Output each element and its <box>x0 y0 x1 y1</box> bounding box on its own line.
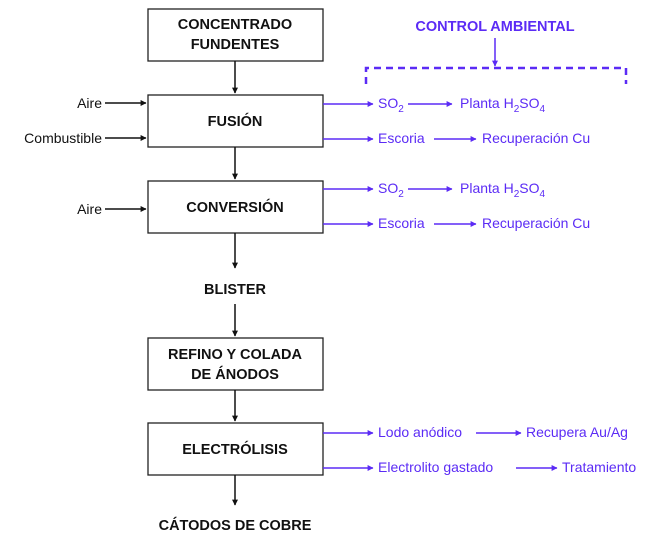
output-conversion-recuperacion-cu: Recuperación Cu <box>482 215 590 231</box>
output-tratamiento: Tratamiento <box>562 459 636 475</box>
label-conversion: CONVERSIÓN <box>186 198 284 216</box>
input-combustible: Combustible <box>24 130 102 146</box>
output-fusion-recuperacion-cu: Recuperación Cu <box>482 130 590 146</box>
box-fusion <box>147 94 324 148</box>
control-ambiental-bracket <box>364 66 628 84</box>
input-aire-conversion: Aire <box>77 201 102 217</box>
output-fusion-escoria: Escoria <box>378 130 425 146</box>
label-refino: REFINO Y COLADA <box>168 347 303 363</box>
output-electrolito-gastado: Electrolito gastado <box>378 459 493 475</box>
output-recupera-au-ag: Recupera Au/Ag <box>526 424 628 440</box>
label-anodos: DE ÁNODOS <box>191 366 279 383</box>
output-lodo-anodico: Lodo anódico <box>378 424 462 440</box>
box-concentrado <box>147 8 324 62</box>
box-conversion <box>147 180 324 234</box>
label-electrolisis: ELECTRÓLISIS <box>182 440 288 458</box>
label-blister: BLISTER <box>204 282 267 298</box>
output-fusion-planta-h2so4: Planta H2SO4 <box>460 95 546 115</box>
output-conversion-so2: SO2 <box>378 180 404 200</box>
output-conversion-planta-h2so4: Planta H2SO4 <box>460 180 546 200</box>
control-ambiental-title: CONTROL AMBIENTAL <box>415 19 574 35</box>
box-refino <box>147 337 324 391</box>
output-fusion-so2: SO2 <box>378 95 404 115</box>
label-fusion: FUSIÓN <box>208 112 263 130</box>
label-concentrado: CONCENTRADO <box>178 17 292 33</box>
output-conversion-escoria: Escoria <box>378 215 425 231</box>
label-catodos: CÁTODOS DE COBRE <box>159 517 312 534</box>
label-fundentes: FUNDENTES <box>191 37 280 53</box>
input-aire-fusion: Aire <box>77 95 102 111</box>
